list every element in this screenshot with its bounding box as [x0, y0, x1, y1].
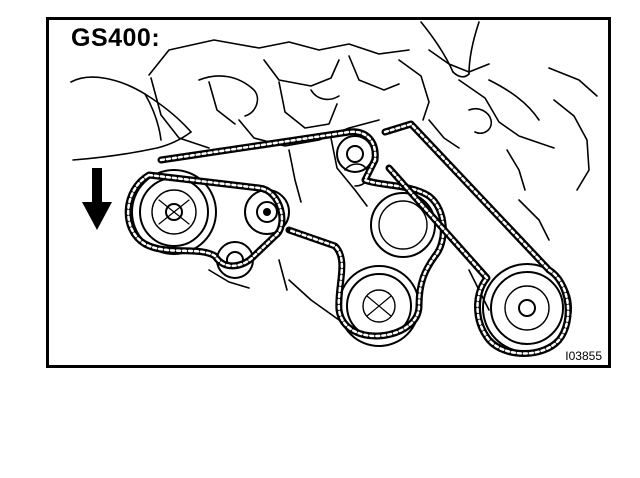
diagram-title: GS400: — [69, 24, 163, 53]
figure-id: I03855 — [565, 349, 602, 363]
wrench-outline — [420, 21, 480, 78]
drive-belt-main — [157, 128, 447, 340]
hand-outline — [70, 76, 192, 161]
drive-belt-right — [381, 120, 572, 357]
engine-block-outline — [148, 39, 598, 339]
alternator-pulley — [370, 192, 436, 258]
drive-belt-left — [124, 171, 286, 270]
down-arrow-icon — [82, 168, 112, 230]
engine-belt-drawing — [70, 21, 598, 357]
diagram-frame: GS400: I03855 — [46, 17, 611, 368]
